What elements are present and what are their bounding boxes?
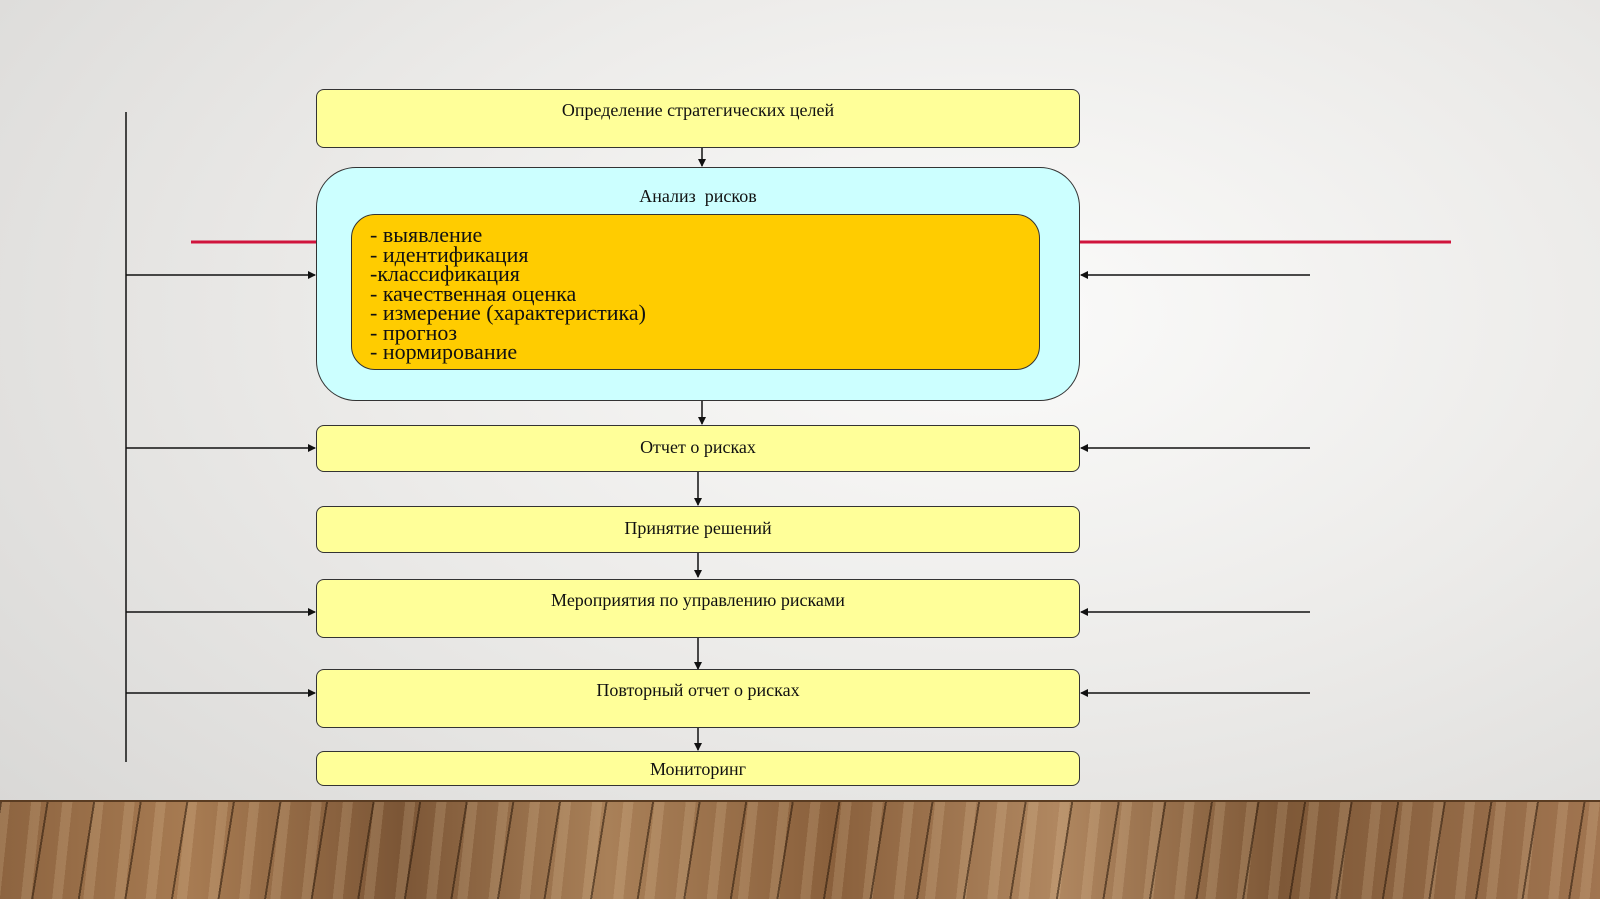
- step-risk-measures: Мероприятия по управлению рисками: [316, 579, 1080, 638]
- floor-edge: [0, 800, 1600, 803]
- step-monitoring: Мониторинг: [316, 751, 1080, 786]
- step-risk-measures-label: Мероприятия по управлению рисками: [551, 590, 845, 610]
- step-repeat-report-label: Повторный отчет о рисках: [596, 680, 800, 700]
- step-monitoring-label: Мониторинг: [649, 759, 747, 779]
- step-strategic-goals: Определение стратегических целей: [316, 89, 1080, 148]
- analysis-item: -классификация: [370, 261, 520, 286]
- analysis-item: - качественная оценка: [370, 280, 577, 306]
- step-decision-making-label: Принятие решений: [624, 518, 772, 538]
- analysis-item: - прогноз: [370, 319, 458, 345]
- wooden-floor: [0, 802, 1600, 899]
- risk-analysis-items: - выявление - идентификация -классификац…: [351, 214, 1040, 370]
- analysis-item: - идентификация: [370, 241, 529, 267]
- step-risk-report-label: Отчет о рисках: [640, 437, 756, 457]
- step-repeat-report: Повторный отчет о рисках: [316, 669, 1080, 728]
- step-decision-making: Принятие решений: [316, 506, 1080, 553]
- analysis-item: - нормирование: [370, 339, 518, 364]
- risk-analysis-title: Анализ рисков: [639, 186, 757, 206]
- analysis-item: - измерение (характеристика): [370, 300, 646, 325]
- step-risk-report: Отчет о рисках: [316, 425, 1080, 472]
- analysis-item: - выявление: [370, 222, 483, 247]
- risk-analysis-block: Анализ рисков - выявление - идентификаци…: [316, 167, 1080, 401]
- step-strategic-goals-label: Определение стратегических целей: [561, 100, 835, 120]
